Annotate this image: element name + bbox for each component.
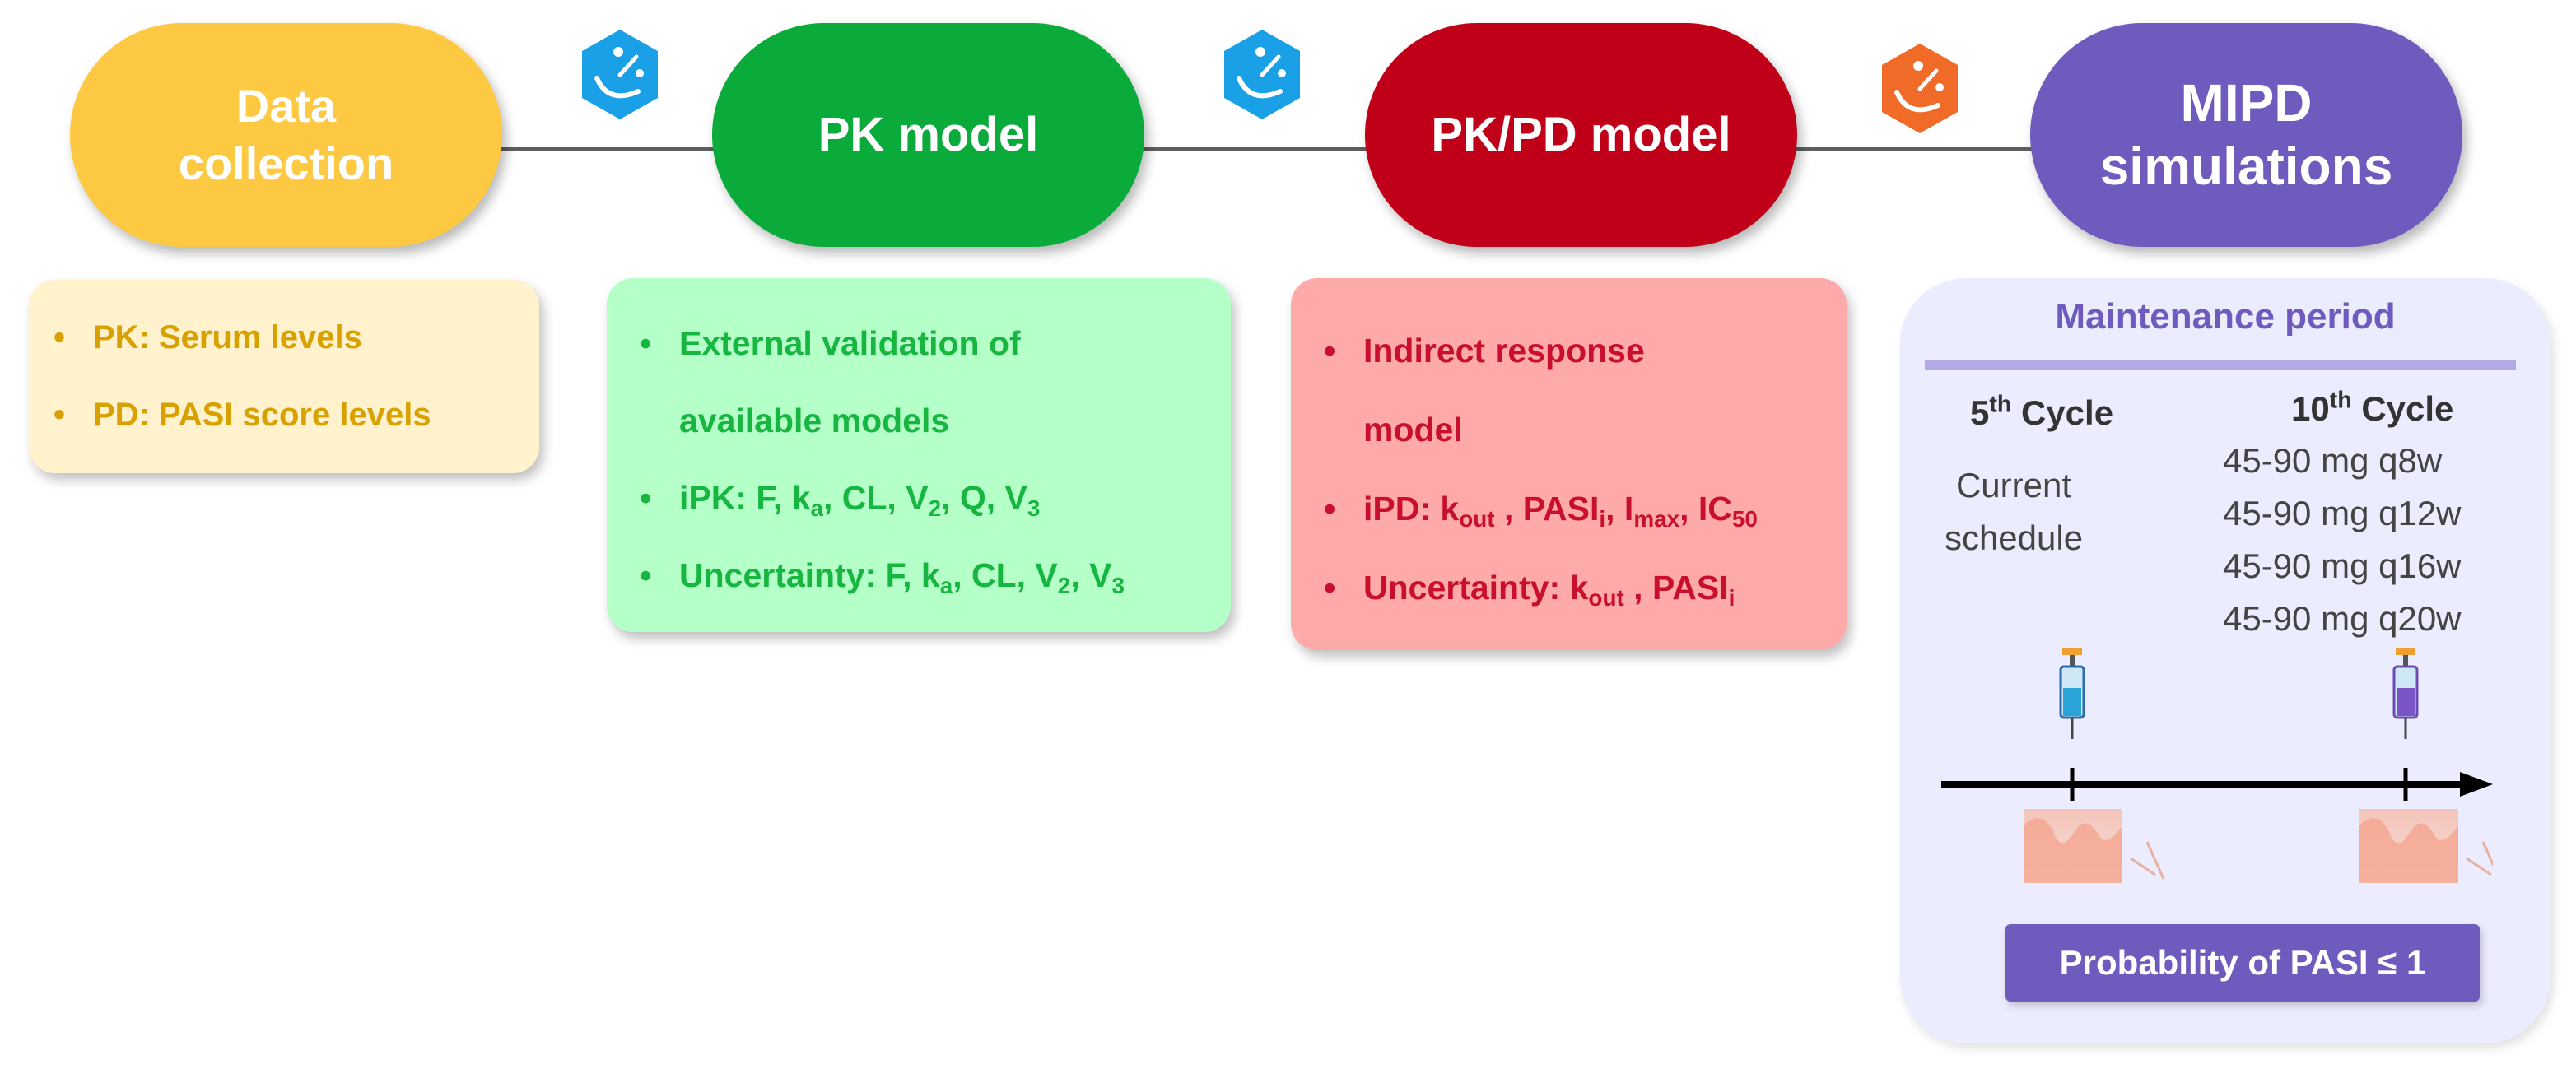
list-item-external-validation: External validation of available models bbox=[640, 304, 1214, 459]
schedule-item: 45-90 mg q8w bbox=[2223, 441, 2443, 480]
panel-title: Maintenance period bbox=[2055, 296, 2396, 337]
syringe-icon bbox=[2059, 648, 2085, 739]
software-hex-icon bbox=[579, 27, 661, 122]
probability-pasi-box: Probability of PASI ≤ 1 bbox=[2005, 924, 2480, 1002]
cycle-5-heading: 5th Cycle bbox=[1970, 391, 2114, 432]
schedule-item: 45-90 mg q16w bbox=[2223, 546, 2462, 585]
pk-model-card: External validation of available models … bbox=[607, 278, 1231, 632]
stage-pk-model-title: PK model bbox=[818, 107, 1039, 161]
skin-tissue-icon bbox=[2024, 809, 2165, 883]
dosing-timeline bbox=[1933, 648, 2493, 928]
current-schedule-label: Current schedule bbox=[1944, 466, 2084, 557]
schedule-item: 45-90 mg q20w bbox=[2223, 599, 2462, 638]
software-hex-icon-orange bbox=[1879, 41, 1961, 136]
timeline-arrow bbox=[1941, 772, 2493, 797]
data-collection-card: PK: Serum levels PD: PASI score levels bbox=[29, 280, 539, 473]
cycle-10-heading: 10th Cycle bbox=[2291, 387, 2454, 428]
schedule-list: 45-90 mg q8w 45-90 mg q12w 45-90 mg q16w… bbox=[2223, 435, 2462, 645]
stage-data-collection: Data collection bbox=[70, 23, 502, 247]
pkpd-model-card: Indirect response model iPD: kout , PASI… bbox=[1291, 278, 1847, 650]
stage-mipd-title: MIPD simulations bbox=[2099, 73, 2393, 196]
skin-tissue-icon bbox=[2359, 809, 2493, 883]
syringe-icon bbox=[2392, 648, 2419, 739]
stage-pkpd-model-title: PK/PD model bbox=[1431, 107, 1731, 161]
list-item-ipk: iPK: F, ka, CL, V2, Q, V3 bbox=[640, 459, 1214, 537]
maintenance-period-panel: Maintenance period 5th Cycle 10th Cycle … bbox=[1900, 278, 2550, 1043]
stage-data-collection-title: Data collection bbox=[178, 80, 394, 189]
list-item: PK: Serum levels bbox=[54, 299, 539, 376]
list-item-uncertainty: Uncertainty: F, ka, CL, V2, V3 bbox=[640, 537, 1214, 614]
stage-pkpd-model: PK/PD model bbox=[1365, 23, 1797, 247]
list-item-ipd: iPD: kout , PASIi, Imax, IC50 bbox=[1324, 469, 1830, 548]
stage-connector-line bbox=[494, 147, 2042, 151]
stage-pk-model: PK model bbox=[712, 23, 1144, 247]
panel-divider bbox=[1925, 360, 2516, 370]
schedule-item: 45-90 mg q12w bbox=[2223, 494, 2462, 532]
list-item-indirect-response: Indirect response model bbox=[1324, 311, 1830, 469]
list-item: PD: PASI score levels bbox=[54, 376, 539, 453]
list-item-uncertainty: Uncertainty: kout , PASIi bbox=[1324, 548, 1830, 627]
stage-mipd-simulations: MIPD simulations bbox=[2030, 23, 2462, 247]
software-hex-icon bbox=[1221, 27, 1303, 122]
